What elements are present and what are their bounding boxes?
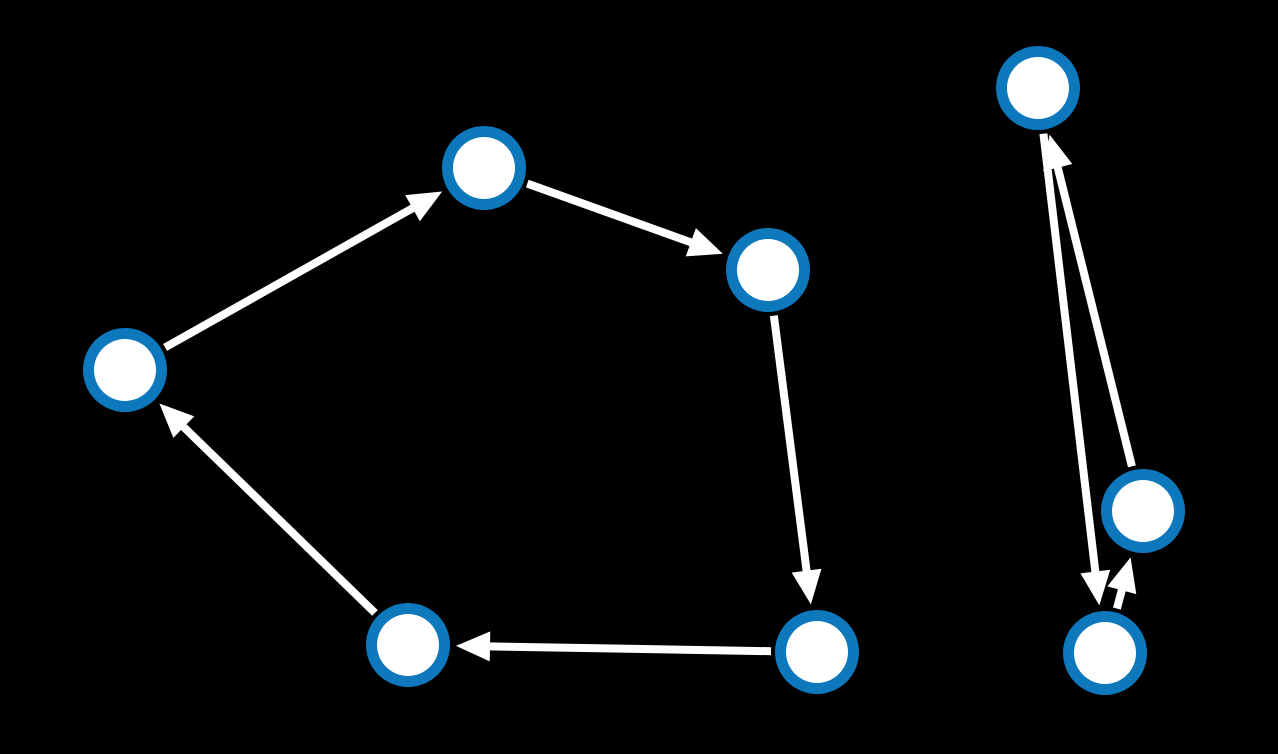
graph-node[interactable] (775, 610, 859, 694)
edge-line (487, 642, 772, 656)
edge-line (163, 203, 417, 351)
node-fill (737, 239, 799, 301)
node-fill (1112, 480, 1174, 542)
edge-arrowhead-icon (791, 568, 822, 605)
node-fill (453, 137, 515, 199)
edge-line (769, 315, 811, 574)
node-fill (377, 614, 439, 676)
graph-edge[interactable] (1043, 134, 1136, 468)
edge-line (525, 179, 695, 247)
edge-arrowhead-icon (685, 228, 723, 257)
graph-node[interactable] (996, 46, 1080, 130)
edge-arrowhead-icon (1043, 134, 1073, 172)
graph-edge[interactable] (455, 631, 772, 662)
node-fill (786, 621, 848, 683)
graph-edge[interactable] (159, 403, 378, 616)
edge-line (179, 422, 378, 616)
graph-edge[interactable] (1039, 133, 1111, 606)
graph-edge[interactable] (525, 179, 723, 257)
graph-edge[interactable] (163, 191, 443, 351)
node-layer (83, 46, 1185, 695)
edge-layer (159, 133, 1137, 662)
edge-line (1113, 587, 1127, 610)
node-fill (1074, 622, 1136, 684)
graph-node[interactable] (1101, 469, 1185, 553)
graph-edge[interactable] (1107, 557, 1137, 610)
graph-node[interactable] (442, 126, 526, 210)
edge-line (1039, 133, 1100, 575)
graph-node[interactable] (366, 603, 450, 687)
graph-node[interactable] (83, 328, 167, 412)
edge-arrowhead-icon (455, 631, 491, 662)
node-fill (1007, 57, 1069, 119)
graph-node[interactable] (726, 228, 810, 312)
graph-node[interactable] (1063, 611, 1147, 695)
graph-edge[interactable] (769, 315, 822, 605)
node-fill (94, 339, 156, 401)
edge-arrowhead-icon (1107, 557, 1137, 595)
edge-line (1053, 164, 1136, 468)
edge-arrowhead-icon (405, 191, 443, 222)
edge-arrowhead-icon (159, 403, 195, 438)
edge-arrowhead-icon (1080, 569, 1111, 606)
